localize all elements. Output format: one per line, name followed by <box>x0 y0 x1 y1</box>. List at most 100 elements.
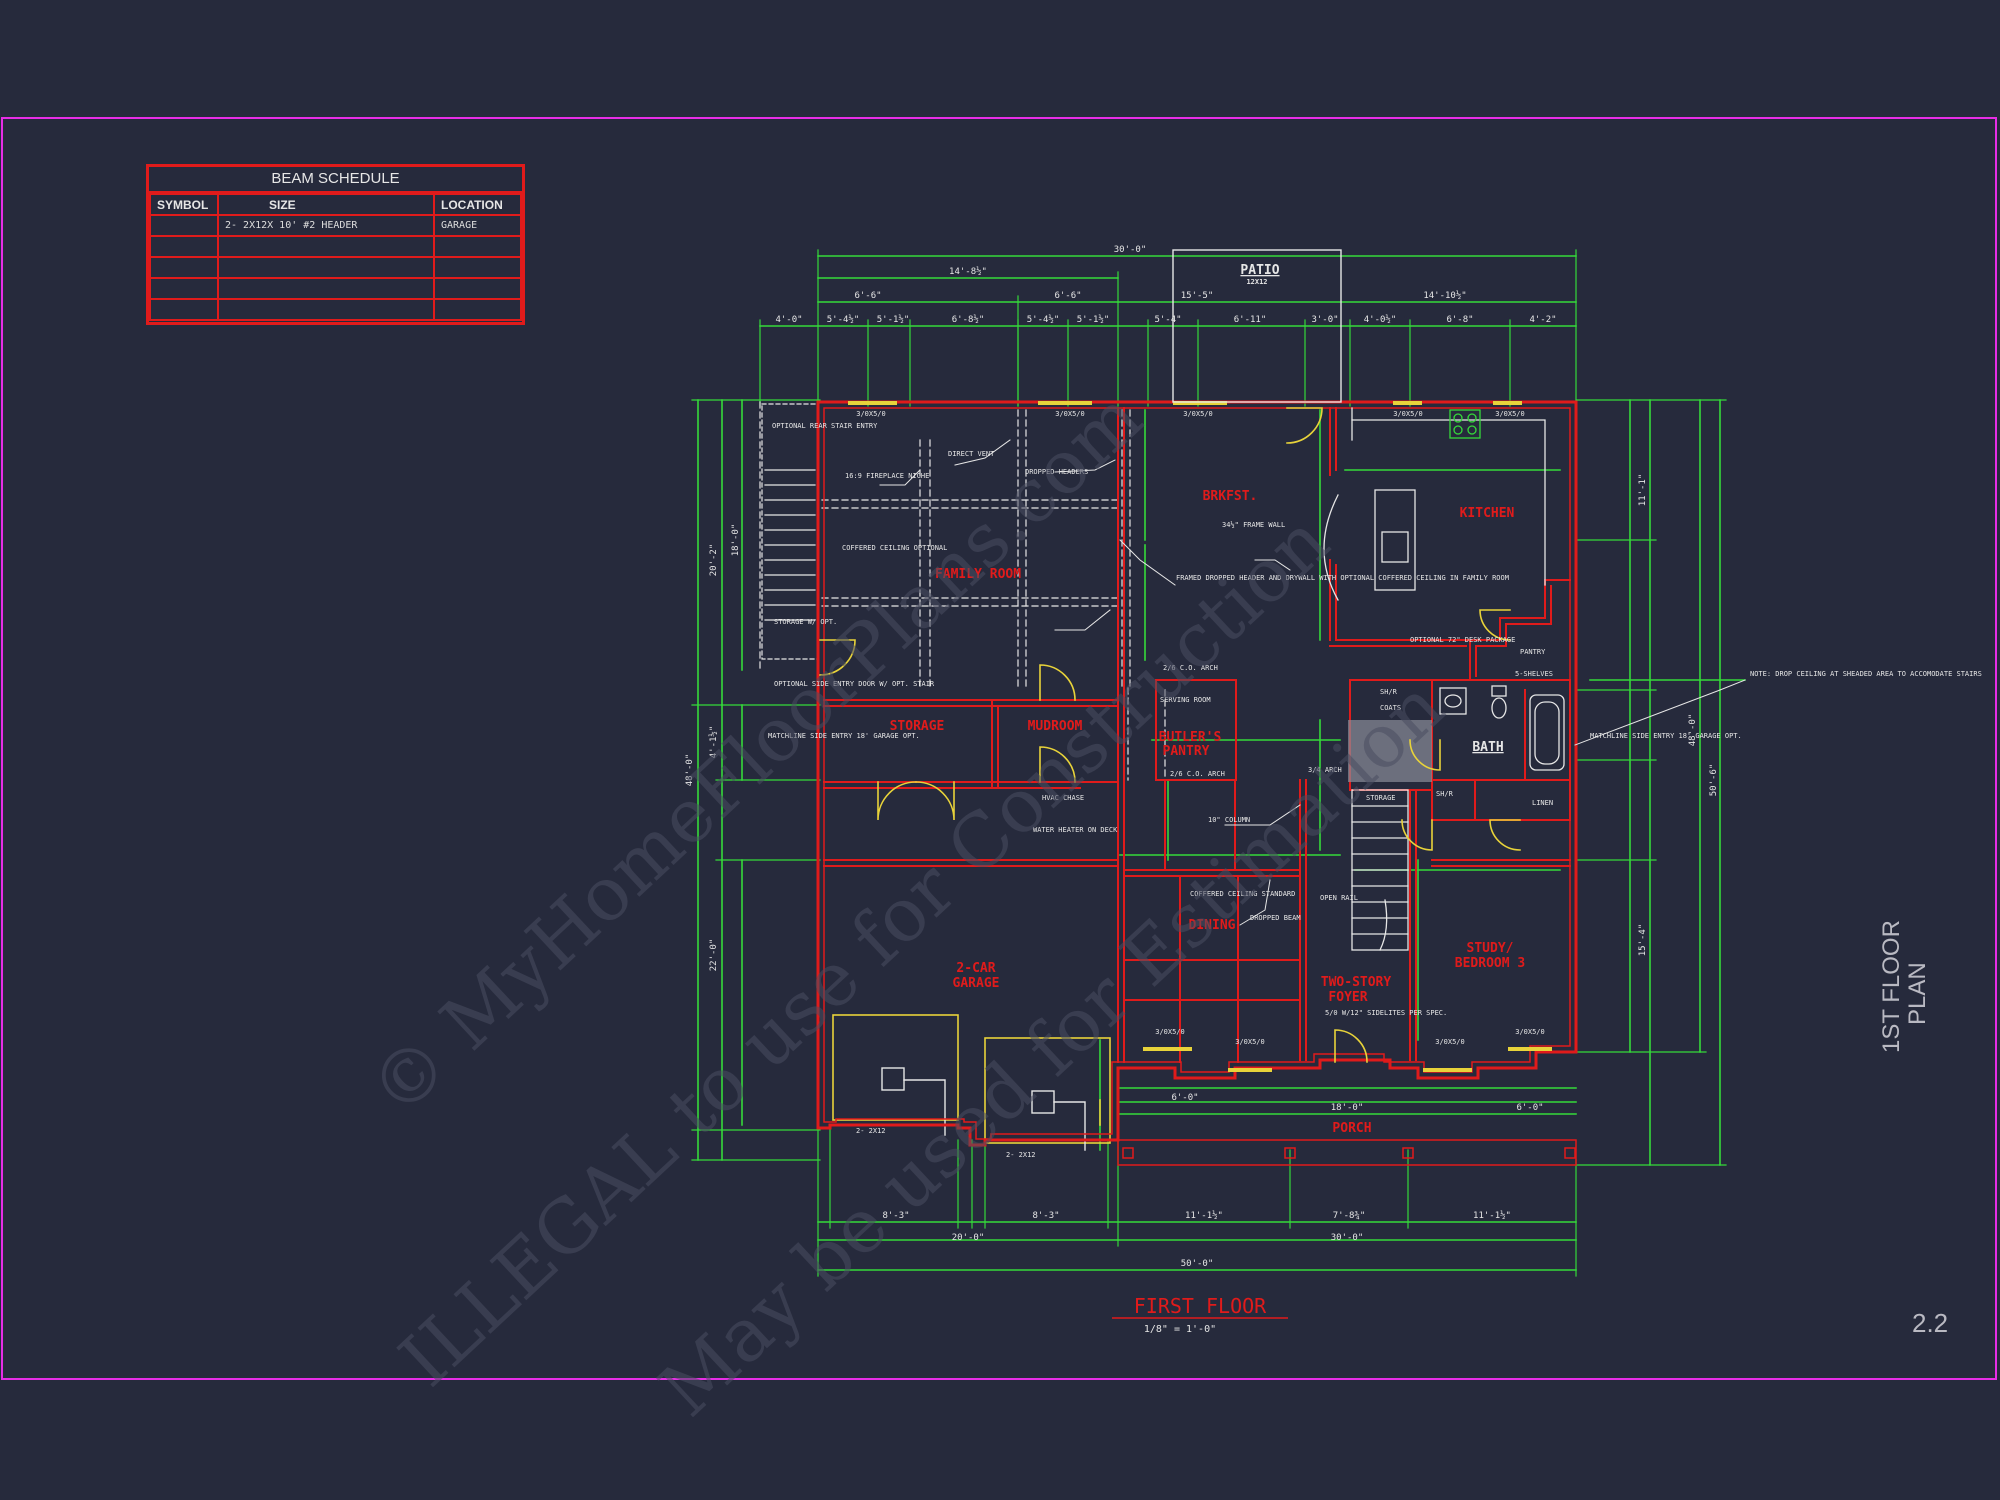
note-shr-2: SH/R <box>1436 790 1454 798</box>
interior-walls <box>823 407 1571 1063</box>
label-foyer-1: TWO-STORY <box>1321 975 1392 990</box>
bath-fixtures <box>1439 685 1565 771</box>
dim-top-total: 30'-0" <box>1114 245 1147 255</box>
window-label-8: 3/0X5/0 <box>1435 1038 1465 1046</box>
note-column: 10" COLUMN <box>1208 816 1250 824</box>
dim-left-4: 4'-1½" <box>708 726 719 759</box>
table-cell <box>149 214 219 237</box>
dim-left-5: 22'-0" <box>709 939 719 972</box>
main-stair <box>1351 789 1409 951</box>
dim-top-6: 5'-1½" <box>1077 314 1110 325</box>
label-patio-size: 12X12 <box>1246 278 1267 286</box>
dim-left-2: 18'-0" <box>731 524 741 557</box>
label-garage-1: 2-CAR <box>956 961 995 976</box>
note-desk-package: OPTIONAL 72" DESK PACKAGE <box>1410 636 1515 644</box>
dim-porch-2: 18'-0" <box>1331 1103 1364 1113</box>
kitchen-fixtures <box>1323 407 1546 601</box>
note-arch-2: 2/6 C.O. ARCH <box>1170 770 1225 778</box>
dim-top-3: 5'-1½" <box>877 314 910 325</box>
note-storage-small: STORAGE <box>1366 794 1396 802</box>
sheet-title-line-2: PLAN <box>1904 962 1931 1025</box>
dim-bot-5: 11'-1½" <box>1473 1210 1511 1221</box>
sheet-border <box>1 117 1997 1380</box>
dimension-lines <box>691 249 1746 1277</box>
dim-top-11: 6'-8" <box>1446 315 1473 325</box>
dim-top-2: 5'-4½" <box>827 314 860 325</box>
window-label-6: 3/0X5/0 <box>1155 1028 1185 1036</box>
drop-ceiling-hatch <box>1348 720 1432 782</box>
table-row <box>149 235 522 258</box>
note-matchline-left: MATCHLINE SIDE ENTRY 18' GARAGE OPT. <box>768 732 920 740</box>
dim-bot-3: 11'-1½" <box>1185 1210 1223 1221</box>
window-label-1: 3/0X5/0 <box>856 410 886 418</box>
label-mudroom: MUDROOM <box>1028 719 1083 734</box>
dim-top-a: 14'-8½" <box>949 266 987 277</box>
optional-rear-stair <box>761 403 819 660</box>
dim-bot-4: 7'-8¾" <box>1333 1211 1366 1221</box>
label-butlers-pantry-1: BUTLER'S <box>1159 730 1222 745</box>
dim-top-1: 4'-0" <box>775 315 802 325</box>
dim-top-4: 6'-8½" <box>952 314 985 325</box>
table-cell <box>433 277 522 300</box>
note-hvac: HVAC CHASE <box>1042 794 1084 802</box>
label-bath: BATH <box>1472 740 1503 755</box>
dim-top-12: 4'-2" <box>1529 315 1556 325</box>
label-brkfst: BRKFST. <box>1203 489 1258 504</box>
label-garage-2: GARAGE <box>953 976 1000 991</box>
dim-top-5: 5'-4½" <box>1027 314 1060 325</box>
note-linen: LINEN <box>1532 799 1553 807</box>
note-optional-side-entry: OPTIONAL SIDE ENTRY DOOR W/ OPT. STAIR <box>774 680 935 688</box>
label-dining: DINING <box>1189 918 1236 933</box>
note-water-heater: WATER HEATER ON DECK <box>1033 826 1118 834</box>
label-porch: PORCH <box>1332 1121 1371 1136</box>
dim-top-7: 5'-4" <box>1154 315 1181 325</box>
sheet-title-line-1: 1ST FLOOR <box>1878 920 1905 1053</box>
ceiling-dashed-lines <box>759 401 1166 781</box>
dim-top-c: 14'-10½" <box>1423 290 1466 301</box>
table-row <box>149 256 522 279</box>
window-label-3: 3/0X5/0 <box>1183 410 1213 418</box>
dim-porch-3: 6'-0" <box>1516 1103 1543 1113</box>
note-serving-room: SERVING ROOM <box>1160 696 1211 704</box>
note-pantry: PANTRY <box>1520 648 1546 656</box>
garage-cars <box>832 1014 1111 1144</box>
dim-bot-1: 8'-3" <box>882 1211 909 1221</box>
note-matchline-right: MATCHLINE SIDE ENTRY 18' GARAGE OPT. <box>1590 732 1742 740</box>
note-arch-3: 3/4 ARCH <box>1308 766 1342 774</box>
dim-bot-50: 50'-0" <box>1181 1259 1214 1269</box>
note-shelves: 5-SHELVES <box>1515 670 1553 678</box>
dim-right-3: 50'-6" <box>1709 764 1719 797</box>
table-row: 2- 2X12X 10' #2 HEADER GARAGE <box>149 214 522 237</box>
table-cell: GARAGE <box>433 214 522 237</box>
drawing-scale: 1/8" = 1'-0" <box>1144 1324 1216 1335</box>
dim-right-4: 15'-4" <box>1638 924 1648 957</box>
sheet-number: 2.2 <box>1912 1308 1949 1338</box>
note-frame-wall: 34½" FRAME WALL <box>1222 521 1285 529</box>
table-row <box>149 277 522 300</box>
table-cell <box>217 235 435 258</box>
table-row <box>149 298 522 321</box>
beam-schedule-title: BEAM SCHEDULE <box>149 167 522 193</box>
dim-right-1: 11'-1" <box>1638 474 1648 507</box>
window-label-5: 3/0X5/0 <box>1495 410 1525 418</box>
window-label-4: 3/0X5/0 <box>1393 410 1423 418</box>
note-framed-dropped: FRAMED DROPPED HEADER AND DRYWALL WITH O… <box>1176 574 1509 582</box>
dim-top-10: 4'-0½" <box>1364 314 1397 325</box>
note-fireplace: 16:9 FIREPLACE NICHE <box>845 472 929 480</box>
label-foyer-2: FOYER <box>1328 990 1367 1005</box>
dim-bot-20: 20'-0" <box>952 1233 985 1243</box>
note-coats: COATS <box>1380 704 1401 712</box>
column-header-symbol: SYMBOL <box>149 193 219 216</box>
label-study-1: STUDY/ <box>1467 941 1514 956</box>
label-kitchen: KITCHEN <box>1460 506 1515 521</box>
column-header-location: LOCATION <box>433 193 522 216</box>
beam-schedule-table: BEAM SCHEDULE SYMBOL SIZE LOCATION 2- 2X… <box>146 164 525 325</box>
table-cell <box>217 277 435 300</box>
table-cell <box>433 298 522 321</box>
dim-top-9: 3'-0" <box>1311 315 1338 325</box>
note-arch-1: 2/6 C.O. ARCH <box>1163 664 1218 672</box>
dim-left-1: 20'-2" <box>709 544 719 577</box>
table-cell <box>149 235 219 258</box>
dim-right-2: 48'-0" <box>1688 714 1698 747</box>
